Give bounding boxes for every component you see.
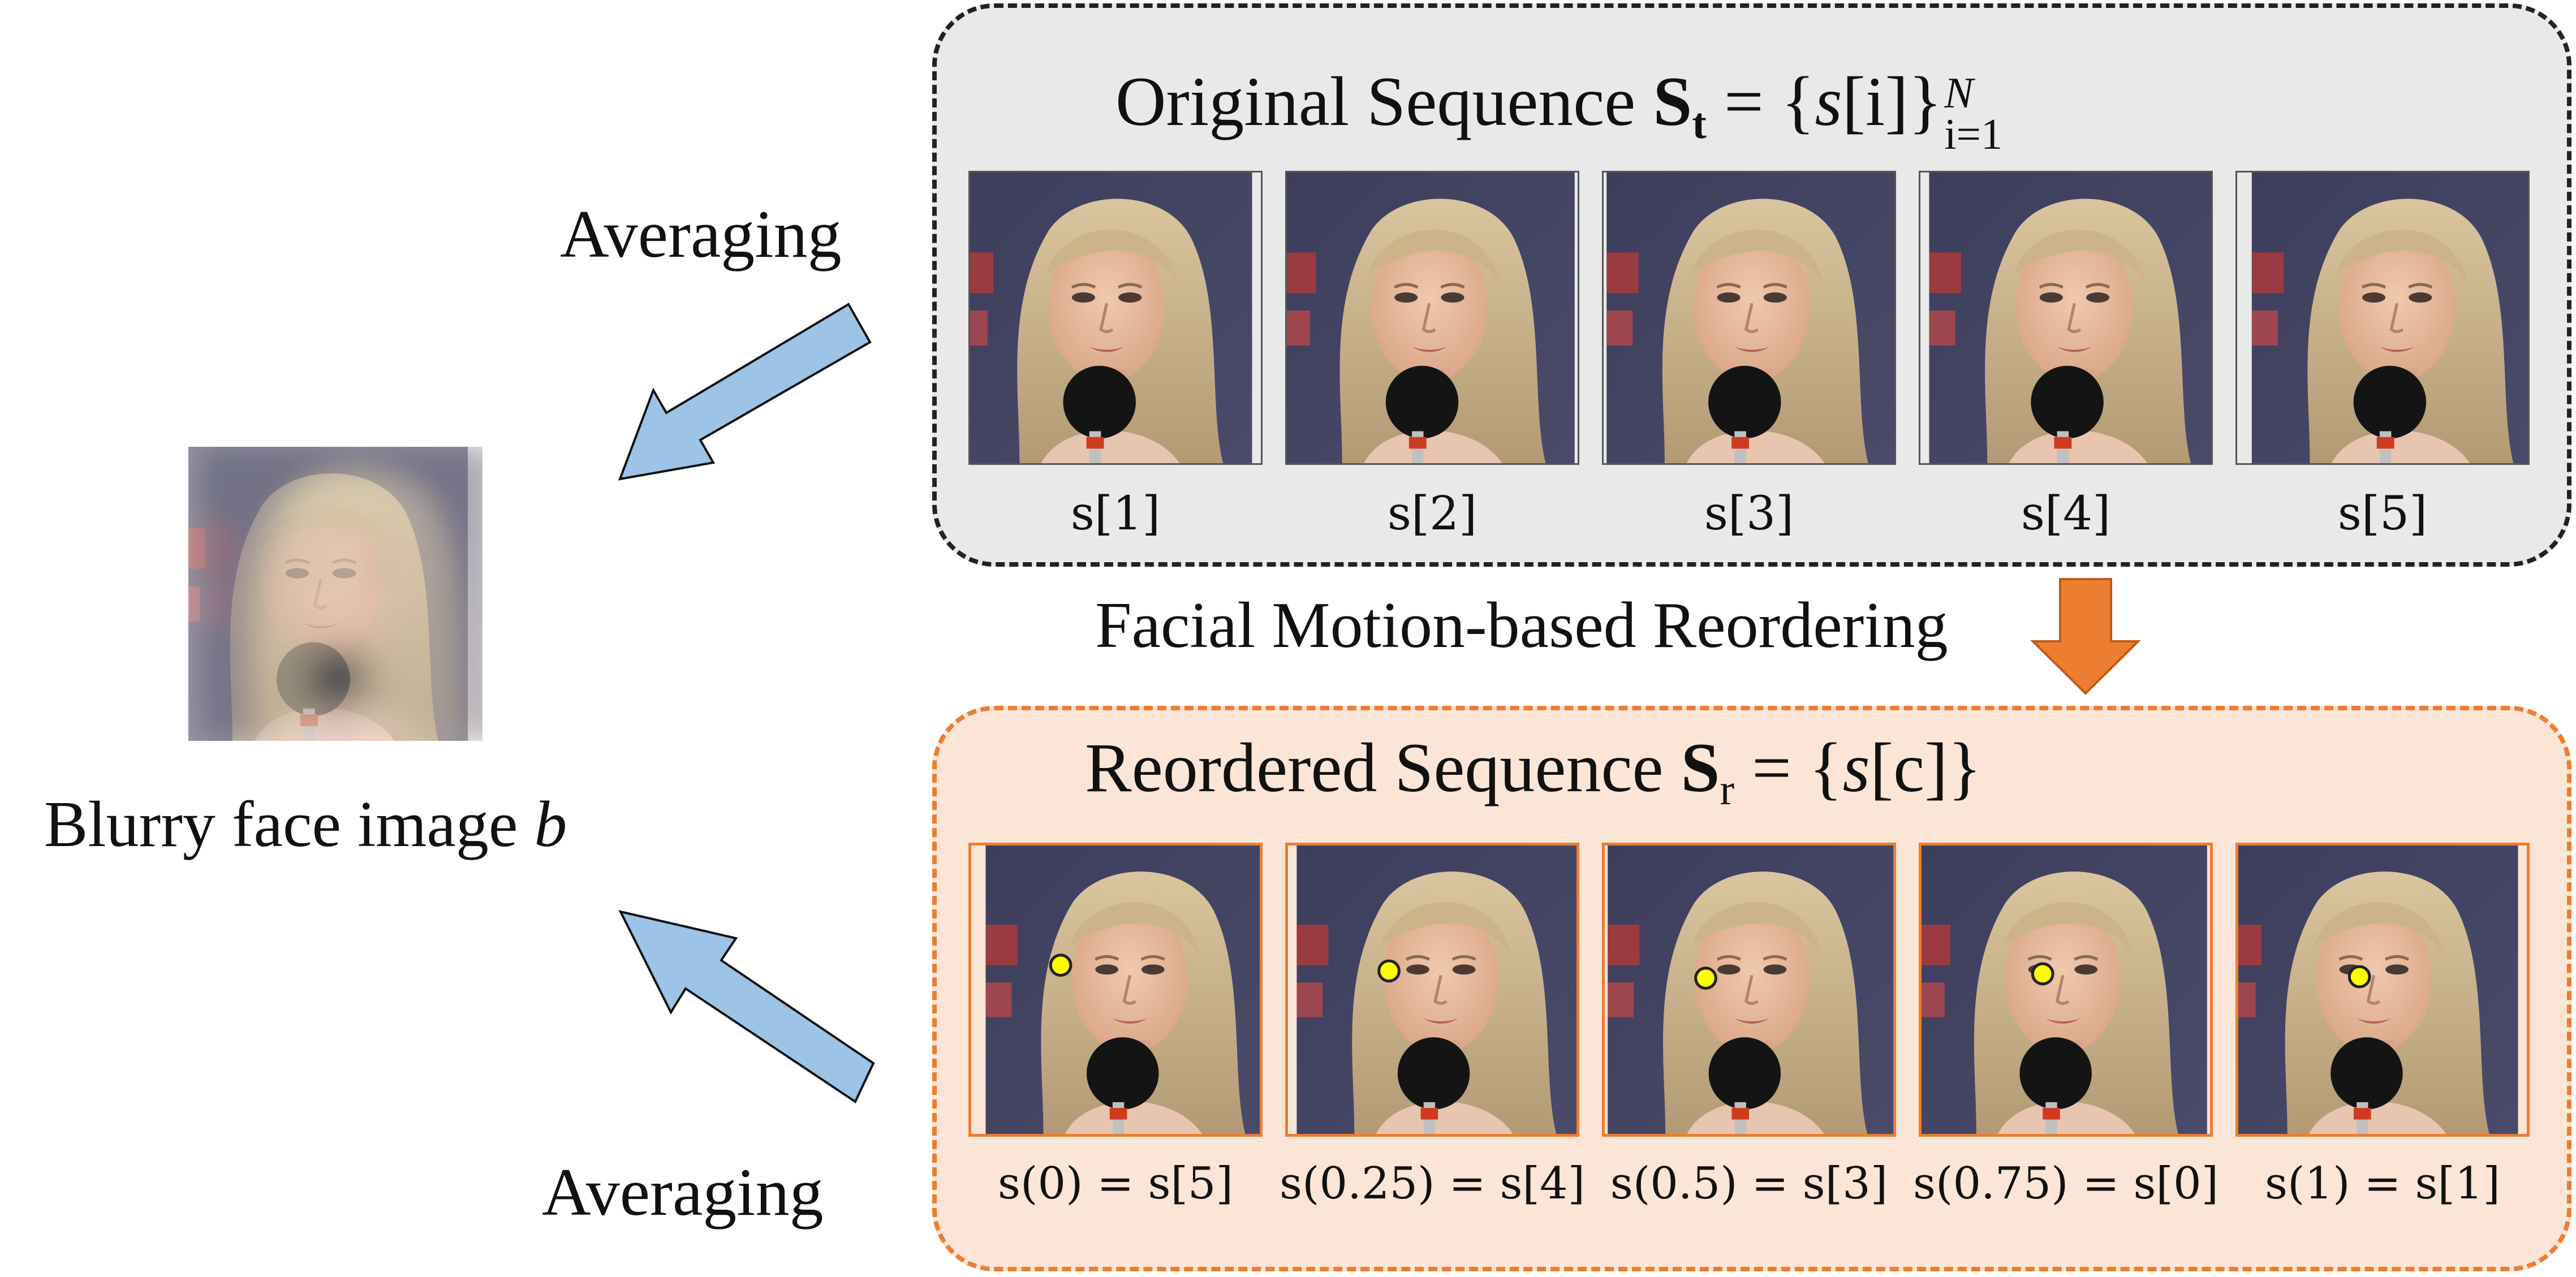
reordered-frame-5	[2235, 843, 2530, 1137]
original-frame-3	[1602, 171, 1896, 465]
landmark-dot	[2347, 965, 2371, 989]
reordered-caption-4: s(0.75) = s[0]	[1912, 1158, 2219, 1209]
original-caption-4: s[4]	[2021, 487, 2111, 541]
landmark-dot	[2031, 962, 2054, 986]
original-caption-5: s[5]	[2337, 487, 2428, 541]
averaging-label-top: Averaging	[560, 196, 842, 271]
averaging-label-bottom: Averaging	[542, 1154, 824, 1229]
original-frame-1	[968, 171, 1263, 465]
original-caption-2: s[2]	[1387, 487, 1477, 541]
reordered-frame-2	[1285, 843, 1579, 1137]
reordered-frame-1	[968, 843, 1263, 1137]
reordering-label: Facial Motion-based Reordering	[1095, 589, 1948, 662]
original-frame-5	[2235, 171, 2530, 465]
landmark-dot	[1049, 954, 1072, 977]
reordering-arrow	[2030, 578, 2141, 695]
reordered-sequence-title: Reordered Sequence Sr = {s[c]}	[1085, 729, 1981, 814]
reordered-caption-1: s(0) = s[5]	[998, 1158, 1233, 1209]
reordered-frame-4	[1919, 843, 2213, 1137]
reordered-frame-3	[1602, 843, 1896, 1137]
blurry-face-label: Blurry face image b	[44, 788, 567, 861]
reordered-caption-3: s(0.5) = s[3]	[1610, 1158, 1888, 1209]
original-caption-1: s[1]	[1070, 487, 1161, 541]
original-caption-3: s[3]	[1704, 487, 1794, 541]
original-frame-4	[1919, 171, 2213, 465]
averaging-arrow-bottom	[618, 910, 875, 1103]
landmark-dot	[1377, 959, 1401, 983]
original-frame-2	[1285, 171, 1579, 465]
blurry-face-image	[188, 447, 483, 741]
averaging-arrow-top	[618, 303, 872, 481]
reordered-caption-2: s(0.25) = s[4]	[1279, 1158, 1586, 1209]
landmark-dot	[1694, 967, 1717, 990]
reordered-caption-5: s(1) = s[1]	[2265, 1158, 2500, 1209]
